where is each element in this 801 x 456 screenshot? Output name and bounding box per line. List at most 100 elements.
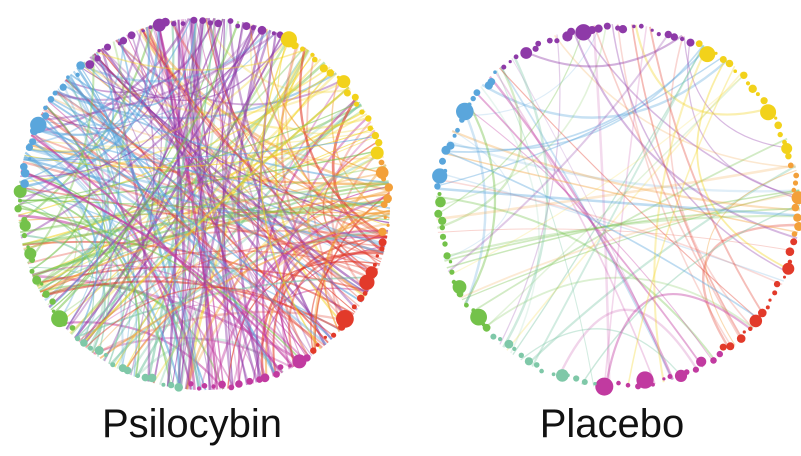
placebo-node (650, 28, 654, 32)
placebo-node (765, 305, 770, 310)
placebo-edge (436, 66, 523, 230)
psilocybin-edge (37, 31, 278, 122)
psilocybin-edge (28, 139, 328, 346)
placebo-edge (520, 328, 683, 377)
placebo-node (554, 38, 560, 44)
placebo-node (792, 180, 799, 186)
placebo-node (532, 45, 539, 52)
placebo-node (742, 330, 746, 334)
placebo-node (518, 352, 524, 358)
psilocybin-edge (32, 182, 389, 278)
placebo-label: Placebo (539, 402, 685, 446)
psilocybin-edge (20, 17, 205, 177)
placebo-node (794, 222, 801, 231)
placebo-node (594, 24, 603, 33)
psilocybin-edge (17, 18, 195, 199)
placebo-node (692, 366, 700, 373)
placebo-node (546, 37, 553, 44)
placebo-node (520, 47, 533, 59)
placebo-edge (522, 34, 683, 68)
placebo-node (470, 95, 476, 102)
placebo-node (593, 382, 597, 386)
psilocybin-node (375, 138, 383, 147)
placebo-node (719, 343, 727, 351)
psilocybin-edge (144, 26, 388, 239)
psilocybin-edge (20, 179, 389, 234)
placebo-node (439, 233, 447, 240)
placebo-node (787, 162, 794, 169)
psilocybin-node (29, 268, 35, 274)
placebo-node (790, 238, 798, 246)
psilocybin-node (362, 291, 368, 296)
psilocybin-edge (182, 19, 194, 390)
placebo-node (726, 342, 735, 351)
psilocybin-edge (31, 18, 190, 135)
placebo-node (719, 56, 727, 63)
psilocybin-node (66, 75, 70, 79)
placebo-edge (443, 130, 512, 261)
psilocybin-edge (27, 36, 125, 145)
psilocybin-edge (18, 214, 196, 390)
placebo-node (745, 81, 751, 86)
psilocybin-edge (280, 116, 370, 370)
placebo-node (446, 141, 455, 150)
placebo-edge (604, 293, 753, 388)
psilocybin-node (359, 274, 375, 290)
psilocybin-node (359, 109, 365, 115)
psilocybin-node (242, 22, 251, 31)
psilocybin-node (378, 227, 387, 236)
psilocybin-edge (213, 18, 280, 375)
psilocybin-node (174, 383, 183, 392)
psilocybin-node (383, 194, 392, 203)
placebo-edge (475, 91, 704, 368)
placebo-node (740, 71, 748, 80)
psilocybin-node (378, 238, 387, 247)
placebo-node (556, 369, 569, 382)
placebo-node (667, 374, 673, 379)
psilocybin-node (20, 179, 29, 188)
psilocybin-node (235, 380, 243, 388)
placebo-edge (687, 38, 800, 197)
psilocybin-edge (66, 77, 278, 377)
psilocybin-node (277, 364, 284, 370)
placebo-node (793, 172, 800, 179)
psilocybin-node (207, 20, 214, 26)
placebo-edge (436, 164, 796, 221)
placebo-edge (557, 308, 699, 379)
psilocybin-node (188, 381, 194, 387)
placebo-edge (437, 178, 783, 286)
placebo-node (777, 131, 783, 138)
placebo-node (783, 275, 786, 279)
placebo-edge (482, 276, 754, 330)
placebo-node (760, 97, 768, 105)
placebo-node (575, 24, 592, 41)
placebo-edge (631, 24, 744, 340)
placebo-node (493, 70, 497, 74)
placebo-edge (443, 214, 800, 259)
placebo-edge (669, 35, 754, 329)
psilocybin-edge (298, 47, 388, 238)
psilocybin-edge (22, 200, 391, 246)
placebo-node (632, 24, 636, 29)
placebo-node (791, 191, 801, 205)
psilocybin-node (141, 29, 145, 33)
placebo-node (439, 157, 446, 165)
psilocybin-edge (36, 135, 378, 287)
psilocybin-edge (17, 28, 143, 207)
psilocybin-edge (101, 47, 333, 340)
psilocybin-edge (22, 160, 375, 281)
psilocybin-node (201, 383, 208, 389)
psilocybin-edge (82, 61, 345, 115)
placebo-node (513, 54, 519, 60)
psilocybin-edge (141, 27, 390, 192)
placebo-edge (696, 58, 790, 270)
psilocybin-edge (20, 171, 106, 311)
psilocybin-node (97, 49, 101, 53)
placebo-node (768, 298, 772, 302)
placebo-edge (511, 57, 672, 381)
psilocybin-node (271, 31, 276, 36)
psilocybin-node (20, 163, 28, 171)
psilocybin-node (199, 17, 207, 24)
psilocybin-node (218, 380, 226, 389)
psilocybin-edge (19, 165, 387, 233)
